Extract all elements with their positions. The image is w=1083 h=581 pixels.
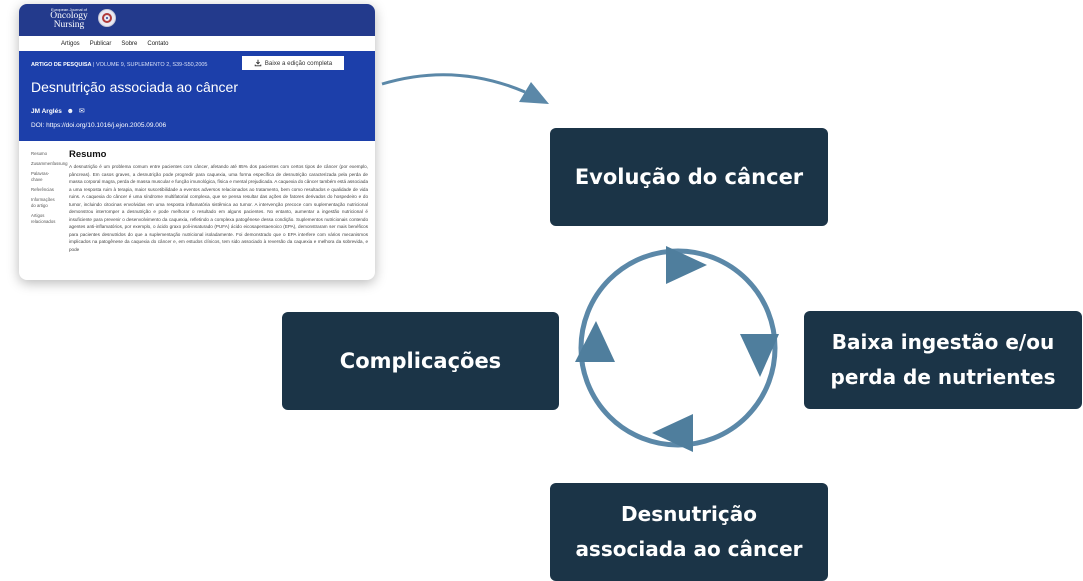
article-title: Desnutrição associada ao câncer <box>31 79 239 95</box>
cycle-label-top: Evolução do câncer <box>574 165 804 189</box>
connector-arrowhead <box>519 82 549 104</box>
article-body: Resumo Zusammenfassung Palavras-chave Re… <box>19 141 375 280</box>
download-icon <box>254 59 262 67</box>
curved-connector-arrow <box>381 73 526 94</box>
author-name[interactable]: JM Arglés <box>31 108 62 115</box>
abstract-text: A desnutrição é um problema comum entre … <box>69 164 368 252</box>
nav-artigos[interactable]: Artigos <box>61 40 80 47</box>
download-issue-button[interactable]: Baixe a edição completa <box>242 56 344 70</box>
cycle-arrow-top <box>666 246 707 284</box>
cycle-box-desnutricao: Desnutrição associada ao câncer <box>550 483 828 581</box>
article-meta: ARTIGO DE PESQUISA | VOLUME 9, SUPLEMENT… <box>31 62 208 68</box>
nav-sobre[interactable]: Sobre <box>121 40 138 47</box>
journal-header: European Journal of Oncology Nursing <box>19 4 375 36</box>
sidebar-item-informacoes[interactable]: Informações do artigo <box>31 197 55 208</box>
download-label: Baixe a edição completa <box>264 59 333 67</box>
cycle-label-bottom-1: Desnutrição <box>621 502 757 526</box>
emblem-icon <box>98 9 116 27</box>
mail-icon[interactable]: ✉ <box>78 108 85 115</box>
sidebar-item-zusammenfassung[interactable]: Zusammenfassung <box>31 161 68 166</box>
nav-publicar[interactable]: Publicar <box>89 40 112 47</box>
cycle-label-bottom-2: associada ao câncer <box>575 537 803 561</box>
cycle-label-left: Complicações <box>339 349 502 373</box>
cycle-arrow-bottom <box>652 414 693 452</box>
cycle-label-right-2: perda de nutrientes <box>830 365 1056 389</box>
cycle-box-baixa-ingestao: Baixa ingestão e/ou perda de nutrientes <box>804 311 1082 409</box>
article-volume: VOLUME 9, SUPLEMENTO 2, S39-S50,2005 <box>96 62 208 68</box>
article-doi[interactable]: DOI: https://doi.org/10.1016/j.ejon.2005… <box>31 122 167 129</box>
article-sidebar: Resumo Zusammenfassung Palavras-chave Re… <box>31 151 68 229</box>
cycle-arrow-left <box>575 321 615 362</box>
nav-contato[interactable]: Contato <box>147 40 169 47</box>
cycle-ring <box>578 248 778 448</box>
cycle-box-evolucao: Evolução do câncer <box>550 128 828 226</box>
sidebar-item-palavras-chave[interactable]: Palavras-chave <box>31 171 50 182</box>
journal-logo[interactable]: European Journal of Oncology Nursing <box>50 7 88 30</box>
abstract-heading: Resumo <box>69 149 107 160</box>
sidebar-item-artigos-relacionados[interactable]: Artigos relacionados <box>31 213 56 224</box>
cycle-arrow-right <box>740 334 779 377</box>
sidebar-item-referencias[interactable]: Referências <box>31 187 54 192</box>
author-line: JM Arglés ☻ ✉ <box>31 107 85 115</box>
article-type: ARTIGO DE PESQUISA <box>31 62 92 68</box>
person-icon[interactable]: ☻ <box>66 108 75 115</box>
journal-article-card: European Journal of Oncology Nursing Art… <box>19 4 375 280</box>
journal-nav: Artigos Publicar Sobre Contato <box>19 36 375 51</box>
sidebar-item-resumo[interactable]: Resumo <box>31 151 48 156</box>
cycle-label-right-1: Baixa ingestão e/ou <box>831 330 1055 354</box>
cycle-box-complicacoes: Complicações <box>282 312 559 410</box>
article-hero: ARTIGO DE PESQUISA | VOLUME 9, SUPLEMENT… <box>19 51 375 141</box>
